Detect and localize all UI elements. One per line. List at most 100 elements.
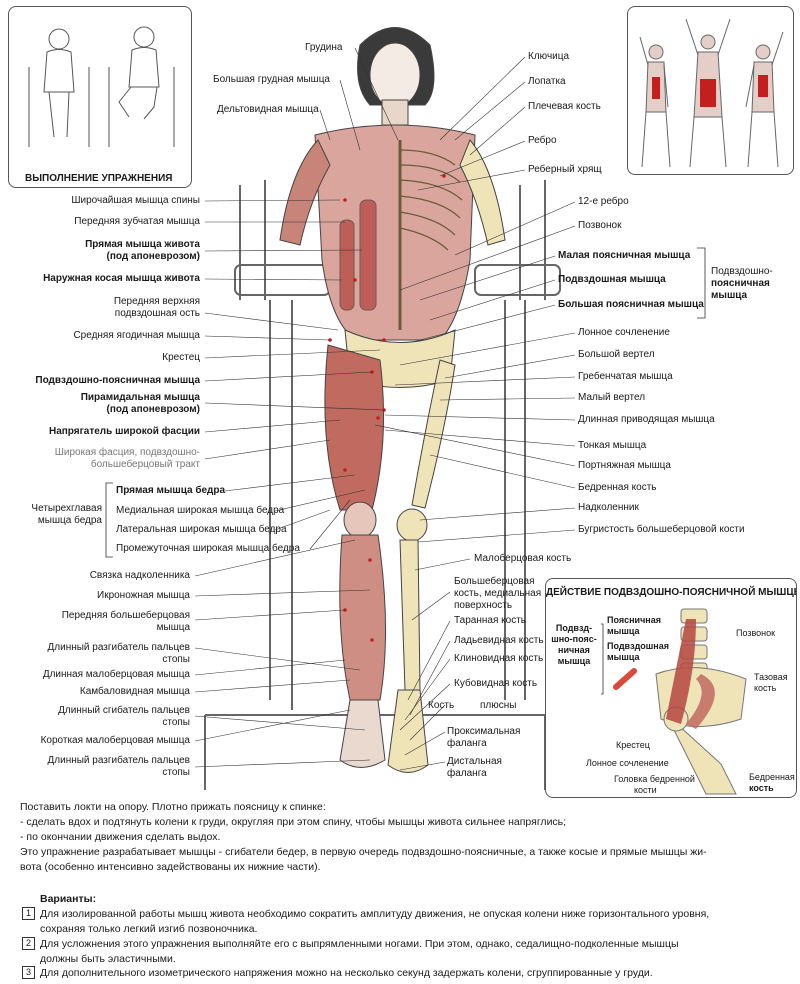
label-talus: Таранная кость [454,615,526,626]
label-flexor-digitorum-1: Длинный сгибатель пальцев [58,705,190,716]
iliopsoas-bracket [697,247,706,319]
label-iliopsoas: Подвздошно-поясничная мышца [35,375,200,386]
label-metatarsal-1: Кость [428,700,455,711]
label-vastus-intermedius: Промежуточная широкая мышца бедра [116,543,300,554]
variant-2: 2 Для усложнения этого упражнения выполня… [22,937,782,967]
label-peroneus-longus: Длинная малоберцовая мышца [42,669,190,680]
label-soleus: Камбаловидная мышца [79,686,190,697]
execution-panel: ВЫПОЛНЕНИЕ УПРАЖНЕНИЯ [8,6,192,188]
label-fascia-lata-2: большеберцовый тракт [90,459,200,470]
action-group-4: мышца [557,656,591,666]
label-asis-1: Передняя верхняя [113,296,200,307]
variants-title: Варианты: [40,893,97,905]
action-femoral-head-1: Головка бедренной [614,774,695,784]
action-group-3: ничная [558,645,590,655]
label-gracilis: Тонкая мышца [578,440,647,451]
label-fascia-lata-1: Широкая фасция, подвздошно- [54,447,200,458]
instruction-line-4: Это упражнение разрабатывает мышцы - сги… [20,846,707,858]
body-figure [279,27,506,773]
action-group-1: Подвзд- [555,623,593,633]
label-ext-digitorum-2: стопы [162,654,190,665]
label-patella: Надколенник [578,502,639,513]
variant-1-line-2: сохраняя только легкий изгиб позвоночник… [40,923,258,935]
label-pubic-symphysis: Лонное сочленение [578,327,670,338]
label-tensor-fasciae: Напрягатель широкой фасции [48,426,200,437]
label-psoas-major: Большая поясничная мышца [558,299,704,310]
label-gastrocnemius: Икроножная мышца [97,590,190,601]
action-title: ДЕЙСТВИЕ ПОДВЗДОШНО-ПОЯСНИЧНОЙ МЫШЦЫ [546,587,797,598]
label-serratus: Передняя зубчатая мышца [74,216,200,227]
label-tibialis-anterior-2: мышца [156,622,190,633]
variant-2-number: 2 [22,937,35,950]
label-tibia-1: Большеберцовая [454,576,535,587]
label-greater-trochanter: Большой вертел [578,349,655,360]
action-psoas-2: мышца [607,626,640,636]
label-ext-digitorum-b-2: стопы [162,767,190,778]
instruction-line-5: вота (особенно интенсивно задействованы … [20,861,321,873]
action-pelvis-2: кость [754,683,777,693]
action-psoas-1: Поясничная [607,615,661,625]
label-rectus-femoris: Прямая мышца бедра [116,485,226,496]
three-figures-icon [639,18,784,168]
muscles-overview-panel [627,6,794,175]
action-iliacus-1: Подвздошная [607,641,669,651]
label-deltoid: Дельтовидная мышца [217,104,319,115]
label-quadriceps-group-1: Четырехглавая [31,503,102,514]
action-femur-2: кость [749,783,774,793]
label-rib: Ребро [528,135,557,146]
action-sacrum: Крестец [616,740,650,750]
variant-2-line-2: должны быть эластичными. [40,953,176,965]
label-distal-phalanx-2: фаланга [447,768,487,779]
label-iliacus: Подвздошная мышца [558,274,666,285]
label-iliopsoas-group-1: Подвздошно- [711,266,773,277]
label-external-oblique: Наружная косая мышца живота [43,273,200,284]
label-latissimus: Широчайшая мышца спины [71,195,200,206]
label-proximal-phalanx-2: фаланга [447,738,487,749]
label-iliopsoas-group-2: поясничная [711,278,770,289]
label-adductor-longus: Длинная приводящая мышца [578,414,715,425]
variant-1-line-1: Для изолированной работы мышц живота нео… [40,908,710,920]
label-quadriceps-group-2: мышца бедра [37,515,102,526]
label-metatarsal-2: плюсны [480,700,517,711]
label-flexor-digitorum-2: стопы [162,717,190,728]
label-tibial-tuberosity: Бугристость большеберцовой кости [578,524,745,535]
label-pectineus: Гребенчатая мышца [578,371,673,382]
label-ext-digitorum-b-1: Длинный разгибатель пальцев [47,755,191,766]
label-clavicle: Ключица [528,51,570,62]
label-vastus-medialis: Медиальная широкая мышца бедра [116,505,285,516]
label-femur: Бедренная кость [578,482,657,493]
instruction-line-3: - по окончании движения сделать выдох. [20,831,221,843]
action-pelvis-1: Тазовая [754,672,788,682]
pelvis-diagram [601,608,747,795]
label-ext-digitorum-1: Длинный разгибатель пальцев [47,642,191,653]
label-pectoralis-major: Большая грудная мышца [213,74,330,85]
label-navicular: Ладьевидная кость [454,635,544,646]
action-femur-1: Бедренная [749,772,795,782]
label-proximal-phalanx-1: Проксимальная [447,726,521,737]
variant-2-line-1: Для усложнения этого упражнения выполняй… [40,938,679,950]
label-cuneiform: Клиновидная кость [454,653,544,664]
label-iliopsoas-group-3: мышца [711,290,748,301]
instruction-line-1: Поставить локти на опору. Плотно прижать… [20,801,326,813]
label-peroneus-brevis: Короткая малоберцовая мышца [40,735,190,746]
label-humerus: Плечевая кость [528,101,601,112]
label-distal-phalanx-1: Дистальная [447,756,502,767]
action-femoral-head-2: кости [634,785,657,795]
label-pyramidalis-note: (под апоневрозом) [106,404,200,415]
label-patellar-ligament: Связка надколенника [89,570,190,581]
label-12th-rib: 12-е ребро [578,196,629,207]
label-tibia-2: кость, медиальная [454,588,542,599]
label-rectus-abdominis-note: (под апоневрозом) [106,251,200,262]
quadriceps-bracket [105,482,113,558]
action-pubic: Лонное сочленение [586,758,669,768]
label-gluteus-medius: Средняя ягодичная мышца [73,330,200,341]
label-fibula: Малоберцовая кость [474,553,572,564]
label-costal-cartilage: Реберный хрящ [528,164,602,175]
label-tibialis-anterior-1: Передняя большеберцовая [61,610,190,621]
label-scapula: Лопатка [528,76,566,87]
label-cuboid: Кубовидная кость [454,678,538,689]
label-sacrum: Крестец [162,352,200,363]
variant-3-number: 3 [22,966,35,979]
